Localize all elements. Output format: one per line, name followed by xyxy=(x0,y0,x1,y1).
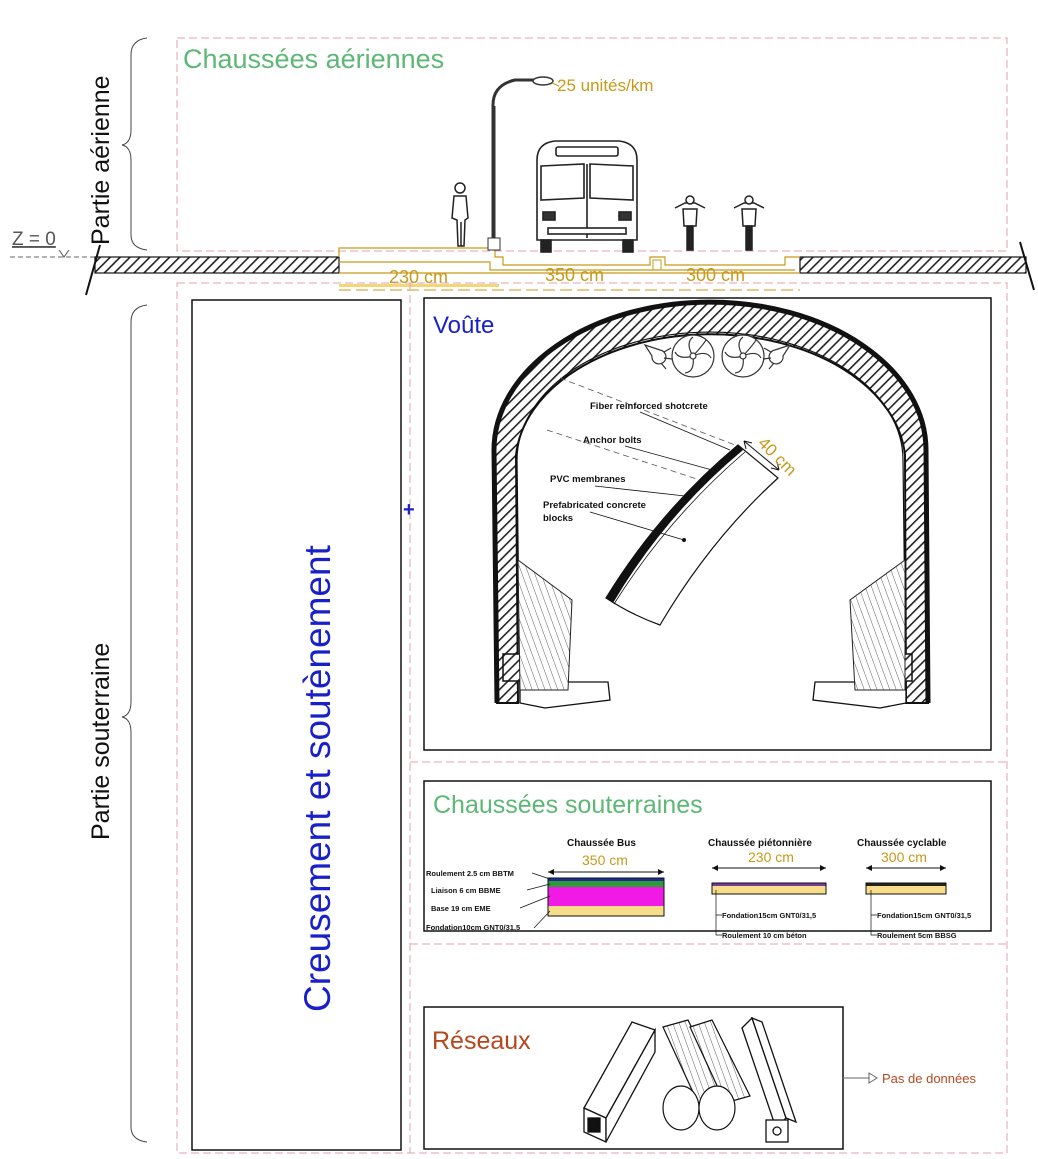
ped-pavement-layers xyxy=(711,882,827,895)
plus-sign: + xyxy=(403,499,415,521)
pipe-icon-2 xyxy=(689,1019,751,1131)
cycle-road-title: Chaussée cyclable xyxy=(857,838,947,849)
bus-road-title: Chaussée Bus xyxy=(567,838,636,849)
ped-road-title: Chaussée piétonnière xyxy=(708,838,812,849)
label-blocks-2: blocks xyxy=(543,513,573,524)
vault-title: Voûte xyxy=(433,312,494,339)
label-shotcrete: Fiber reinforced shotcrete xyxy=(590,401,708,412)
bus-layer-4: Fondation10cm GNT0/31,5 xyxy=(426,923,520,932)
above-title: Chaussées aériennes xyxy=(183,44,444,74)
ground-left xyxy=(94,256,340,274)
cycle-layer-1: Fondation15cm GNT0/31,5 xyxy=(877,911,971,920)
cycle-layer-2: Roulement 5cm BBSG xyxy=(877,931,957,940)
arrow-icon xyxy=(842,1072,878,1084)
fan-icon-left xyxy=(671,334,715,378)
lamp-label: 25 unités/km xyxy=(557,76,653,95)
label-blocks-1: Prefabricated concrete xyxy=(543,500,646,511)
roads-title: Chaussées souterraines xyxy=(433,791,703,819)
bus-layer-3: Base 19 cm EME xyxy=(431,904,491,913)
above-frame xyxy=(176,37,1008,252)
ped-layer-1: Fondation15cm GNT0/31,5 xyxy=(722,911,816,920)
excavation-box xyxy=(191,299,402,1151)
networks-note: Pas de données xyxy=(882,1071,976,1086)
networks-title: Réseaux xyxy=(432,1027,531,1055)
ped-layer-2: Roulement 10 cm béton xyxy=(722,931,807,940)
excavation-title: Creusement et soutènement xyxy=(297,544,338,1012)
street-lamp-icon xyxy=(487,76,554,251)
bicycle-icon-1 xyxy=(674,195,706,251)
above-side-label: Partie aérienne xyxy=(87,75,115,245)
bus-layer-2: Liaison 6 cm BBME xyxy=(431,886,501,895)
z-label: Z = 0 xyxy=(12,229,56,250)
bus-icon xyxy=(536,140,638,253)
above-brace xyxy=(121,37,148,251)
roads-box xyxy=(423,780,992,932)
below-side-label: Partie souterraine xyxy=(87,643,115,840)
pedestrian-icon xyxy=(451,182,469,247)
cycle-road-width: 300 cm xyxy=(881,849,927,865)
light-icon-left xyxy=(643,343,673,370)
light-icon-right xyxy=(762,343,792,370)
bus-road-width: 350 cm xyxy=(582,852,628,868)
conduit-box-icon xyxy=(583,1021,656,1144)
tunnel-arch xyxy=(491,299,931,709)
label-anchor-bolts: Anchor bolts xyxy=(583,435,642,446)
bicycle-icon-2 xyxy=(733,195,765,251)
below-frame xyxy=(176,282,1008,1154)
cycle-pavement-layers xyxy=(865,882,947,895)
width-ped: 230 cm xyxy=(389,267,448,287)
ped-road-width: 230 cm xyxy=(748,849,794,865)
fan-icon-right xyxy=(721,334,765,378)
duct-icon xyxy=(741,1016,798,1143)
lining-detail xyxy=(589,411,780,626)
ground-right xyxy=(799,256,1027,274)
width-bike: 300 cm xyxy=(686,265,745,285)
bus-layer-1: Roulement 2.5 cm BBTM xyxy=(426,869,514,878)
below-brace xyxy=(121,304,148,1143)
label-pvc: PVC membranes xyxy=(550,474,626,485)
width-bus: 350 cm xyxy=(545,265,604,285)
bus-pavement-layers xyxy=(547,877,665,917)
